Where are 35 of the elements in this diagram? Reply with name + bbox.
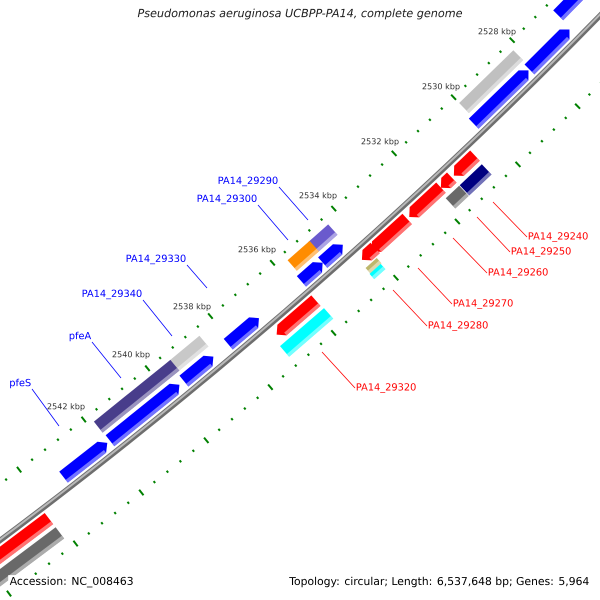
leader-line — [492, 202, 528, 238]
leader-line — [32, 388, 60, 426]
leader-line — [142, 300, 172, 336]
tick-label: 2538 kbp — [174, 303, 211, 311]
leader-line — [452, 238, 488, 274]
leader-line — [476, 216, 510, 252]
gene-label: PA14_29290 — [218, 176, 278, 186]
leader-line — [186, 264, 208, 288]
gene-label: PA14_29340 — [82, 290, 142, 300]
tick-label: 2542 kbp — [48, 403, 85, 411]
gene-label: PA14_29250 — [512, 247, 571, 257]
tick-label: 2534 kbp — [300, 192, 337, 200]
leader-line — [92, 342, 122, 378]
gene-label: PA14_29330 — [126, 254, 186, 264]
gene-label: PA14_29260 — [488, 268, 548, 278]
leader-line — [418, 268, 452, 304]
gene-label: PA14_29270 — [454, 299, 513, 309]
gene-label: pfeA — [70, 332, 92, 342]
tick-label: 2528 kbp — [478, 28, 516, 36]
title: Pseudomonas aeruginosa UCBPP-PA14, complete genome — [138, 8, 462, 20]
footer-text: Accession: NC_008463 — [8, 575, 136, 589]
leader-line — [392, 290, 428, 326]
tick-label: 2532 kbp — [362, 138, 399, 146]
leader-line — [278, 186, 308, 220]
gene-label: PA14_29320 — [356, 383, 416, 393]
tick-label: 2530 kbp — [422, 83, 460, 91]
gene-label: PA14_29300 — [198, 194, 257, 204]
gene-label: PA14_29280 — [428, 321, 488, 331]
tick-label: 2536 kbp — [238, 246, 276, 254]
leader-line — [322, 352, 356, 388]
leader-line — [258, 204, 288, 240]
footer-text: Topology: circular; Length: 6,537,648 bp; Genes: 5,964 — [288, 575, 591, 589]
tick-label: 2540 kbp — [112, 351, 150, 359]
gene-label: PA14_29240 — [528, 232, 588, 242]
gene-label: pfeS — [10, 378, 31, 388]
